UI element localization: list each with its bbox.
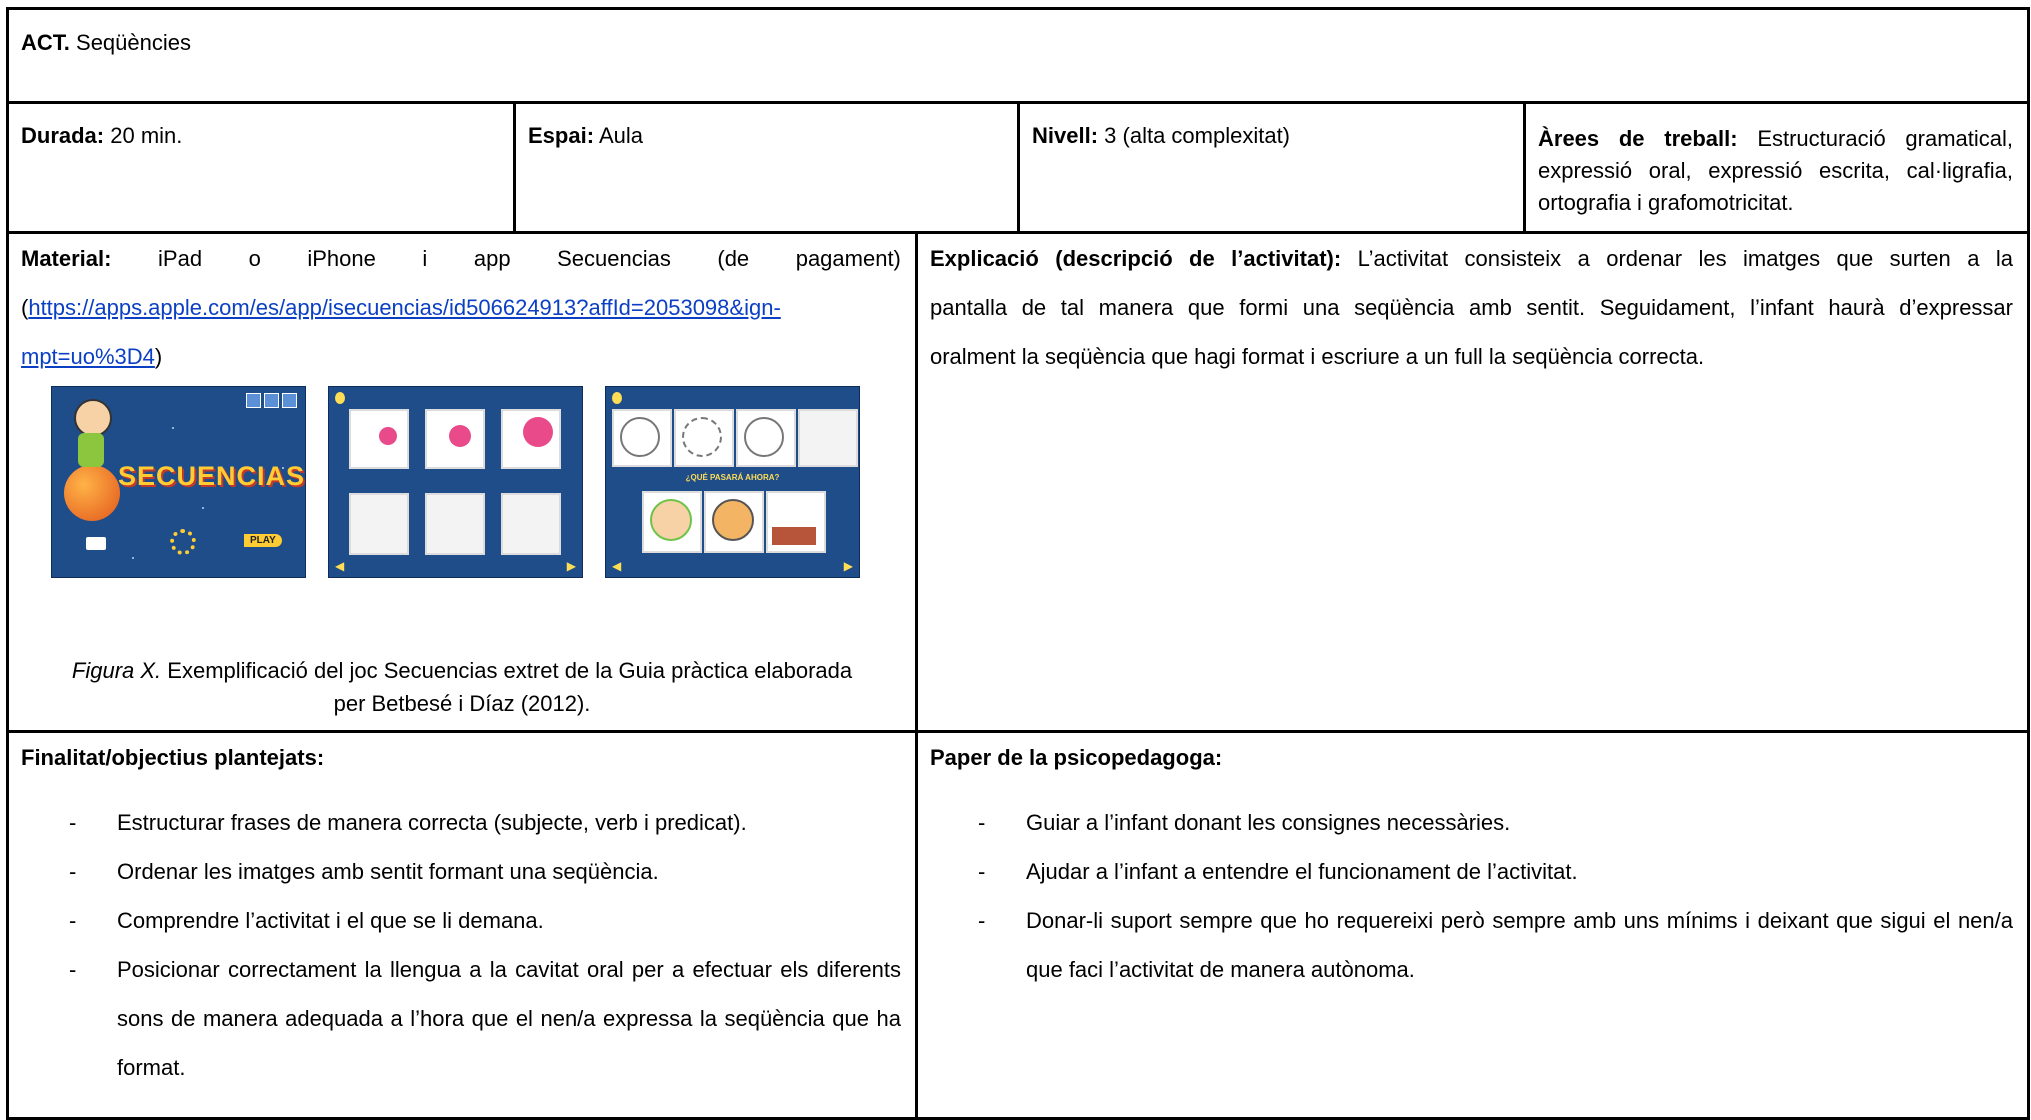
- espai-label: Espai:: [528, 123, 595, 148]
- material-line-3: mpt=uo%3D4): [21, 344, 163, 369]
- face-green-icon: [650, 499, 692, 541]
- app-store-link-cont[interactable]: mpt=uo%3D4: [21, 344, 155, 369]
- boy-body-icon: [78, 433, 104, 467]
- empty-slot-2: [425, 493, 485, 555]
- circle-drawing-icon: [620, 417, 660, 457]
- durada-value: 20 min.: [110, 123, 183, 148]
- question-text: ¿QUÉ PASARÁ AHORA?: [685, 473, 780, 482]
- material-cell: Material: iPad o iPhone i app Secuencias…: [6, 231, 918, 733]
- planet-icon: [64, 465, 120, 521]
- roles-list: -Guiar a l’infant donant les consignes n…: [930, 798, 2013, 994]
- explicacio-line-3: oralment la seqüència que hagi format i …: [930, 344, 1705, 369]
- empty-slot-1: [349, 493, 409, 555]
- paper-cell: Paper de la psicopedagoga: -Guiar a l’in…: [915, 730, 2030, 1120]
- pear-icon: [612, 392, 622, 404]
- bubble-large-icon: [523, 417, 553, 447]
- social-icons: [246, 393, 297, 408]
- empty-slot: [798, 409, 858, 467]
- gear-icon: [170, 529, 196, 555]
- paper-heading: Paper de la psicopedagoga:: [930, 745, 1223, 770]
- durada-label: Durada:: [21, 123, 105, 148]
- list-item: -Estructurar frases de manera correcta (…: [69, 810, 747, 835]
- act-label: ACT.: [21, 30, 70, 55]
- screenshot-title-screen: SECUENCIAS PLAY: [51, 386, 306, 578]
- arrow-left-icon: ◀: [612, 559, 622, 573]
- bubble-small-icon: [379, 427, 397, 445]
- finalitat-cell: Finalitat/objectius plantejats: -Estruct…: [6, 730, 918, 1120]
- list-item: -Ajudar a l’infant a entendre el funcion…: [978, 859, 1578, 884]
- boy-character-icon: [74, 399, 112, 437]
- list-item: -Ordenar les imatges amb sentit formant …: [69, 859, 659, 884]
- figure-caption: Figura X. Exemplificació del joc Secuenc…: [9, 654, 915, 720]
- figure-caption-line-2: per Betbesé i Díaz (2012).: [333, 691, 591, 716]
- app-store-link[interactable]: https://apps.apple.com/es/app/isecuencia…: [28, 295, 781, 320]
- figure-caption-line-1: Figura X. Exemplificació del joc Secuenc…: [71, 658, 853, 683]
- material-line-1: Material: iPad o iPhone i app Secuencias…: [21, 234, 901, 283]
- figure-screenshots: SECUENCIAS PLAY ◀ ▶: [51, 386, 860, 578]
- arrow-right-icon: ▶: [843, 559, 853, 573]
- arees-cell: Àrees de treball: Estructuració gramatic…: [1523, 101, 2030, 234]
- arrow-right-icon: ▶: [566, 559, 576, 573]
- explicacio-label: Explicació (descripció de l’activitat):: [930, 246, 1342, 271]
- card-1: [349, 409, 409, 469]
- list-item: -Posicionar correctament la llengua a la…: [69, 957, 901, 1080]
- face-orange-icon: [712, 499, 754, 541]
- explicacio-line-2: pantalla de tal manera que formi una seq…: [930, 295, 2013, 320]
- app-logo-text: SECUENCIAS: [118, 461, 306, 491]
- arees-line-3: ortografia i grafomotricitat.: [1538, 190, 1794, 215]
- explicacio-cell: Explicació (descripció de l’activitat): …: [915, 231, 2030, 733]
- act-value: Seqüències: [76, 30, 191, 55]
- list-item: -Donar-li suport sempre que ho requereix…: [978, 908, 2013, 982]
- material-label: Material:: [21, 246, 112, 271]
- screenshot-bubble-sequence: ◀ ▶: [328, 386, 583, 578]
- circle-dashed-icon: [682, 417, 722, 457]
- explicacio-line-1: Explicació (descripció de l’activitat): …: [930, 246, 2013, 271]
- list-item: -Comprendre l’activitat i el que se li d…: [69, 908, 544, 933]
- arees-line-2: expressió oral, expressió escrita, cal·l…: [1538, 158, 2013, 183]
- empty-slot-3: [501, 493, 561, 555]
- arees-line-1: Àrees de treball: Estructuració gramatic…: [1538, 126, 2013, 151]
- face-drawing-icon: [744, 417, 784, 457]
- nivell-cell: Nivell: 3 (alta complexitat): [1017, 101, 1526, 234]
- screenshot-question-screen: ¿QUÉ PASARÁ AHORA? ◀ ▶: [605, 386, 860, 578]
- pear-icon: [335, 392, 345, 404]
- arrow-left-icon: ◀: [335, 559, 345, 573]
- bubble-medium-icon: [449, 425, 471, 447]
- nivell-label: Nivell:: [1032, 123, 1099, 148]
- arees-label: Àrees de treball:: [1538, 126, 1738, 151]
- objectives-list: -Estructurar frases de manera correcta (…: [21, 798, 901, 1092]
- finalitat-heading: Finalitat/objectius plantejats:: [21, 745, 325, 770]
- durada-cell: Durada: 20 min.: [6, 101, 516, 234]
- espai-cell: Espai: Aula: [513, 101, 1020, 234]
- material-line-2: (https://apps.apple.com/es/app/isecuenci…: [21, 295, 781, 320]
- play-button-icon: PLAY: [244, 534, 282, 547]
- nivell-value: 3 (alta complexitat): [1104, 123, 1291, 148]
- espai-value: Aula: [598, 123, 643, 148]
- list-item: -Guiar a l’infant donant les consignes n…: [978, 810, 1511, 835]
- figure-label: Figura X.: [71, 658, 162, 683]
- act-title-cell: ACT. Seqüències: [6, 7, 2030, 104]
- book-icon: [86, 537, 106, 550]
- desk-icon: [772, 527, 816, 545]
